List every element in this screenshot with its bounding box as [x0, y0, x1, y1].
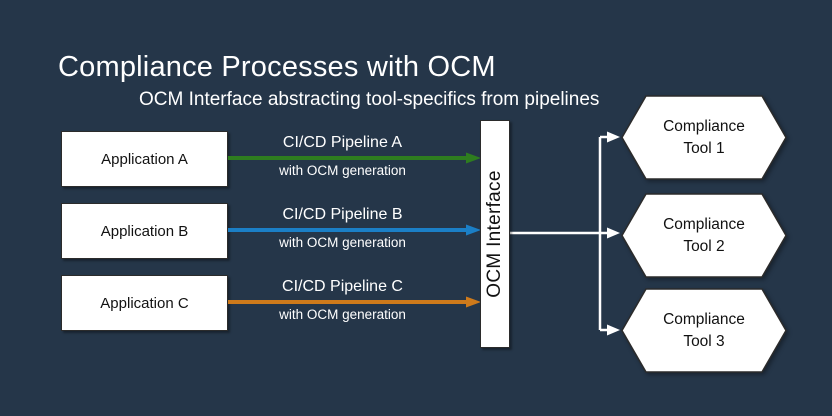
hexagon-shape: [621, 95, 787, 180]
compliance-tool-1-node: Compliance Tool 1: [621, 95, 787, 180]
application-a-label: Application A: [101, 150, 188, 168]
pipeline-a-label: CI/CD Pipeline A: [282, 134, 403, 151]
compliance-tool-3-label: Compliance Tool 3: [663, 310, 745, 350]
diagram-title: Compliance Processes with OCM: [58, 51, 496, 83]
pipeline-b-label: CI/CD Pipeline B: [282, 206, 403, 223]
ocm-interface-label: OCM Interface: [484, 170, 505, 298]
pipeline-b-sublabel: with OCM generation: [279, 235, 406, 250]
hexagon-shape: [621, 288, 787, 373]
application-c-node: Application C: [61, 275, 228, 331]
ocm-fanout-wire: [510, 135, 607, 332]
ocm-interface-node: OCM Interface: [480, 120, 510, 348]
compliance-tool-2-node: Compliance Tool 2: [621, 193, 787, 278]
pipeline-a-arrowhead-icon: [466, 152, 481, 164]
pipeline-b-arrowhead-icon: [466, 224, 481, 236]
hexagon-shape: [621, 193, 787, 278]
pipeline-a-sublabel: with OCM generation: [279, 163, 406, 178]
tool-3-arrowhead-icon: [607, 324, 620, 336]
application-c-label: Application C: [100, 294, 189, 312]
diagram-subtitle: OCM Interface abstracting tool-specifics…: [139, 89, 600, 110]
pipeline-c-arrowhead-icon: [466, 296, 481, 308]
tool-2-arrowhead-icon: [607, 227, 620, 239]
application-b-node: Application B: [61, 203, 228, 259]
compliance-tool-2-label: Compliance Tool 2: [663, 215, 745, 255]
compliance-tool-1-label: Compliance Tool 1: [663, 117, 745, 157]
compliance-tool-3-node: Compliance Tool 3: [621, 288, 787, 373]
application-b-label: Application B: [100, 222, 189, 240]
pipeline-c-label: CI/CD Pipeline C: [282, 278, 403, 295]
application-a-node: Application A: [61, 131, 228, 187]
pipeline-c-sublabel: with OCM generation: [279, 307, 406, 322]
tool-1-arrowhead-icon: [607, 131, 620, 143]
